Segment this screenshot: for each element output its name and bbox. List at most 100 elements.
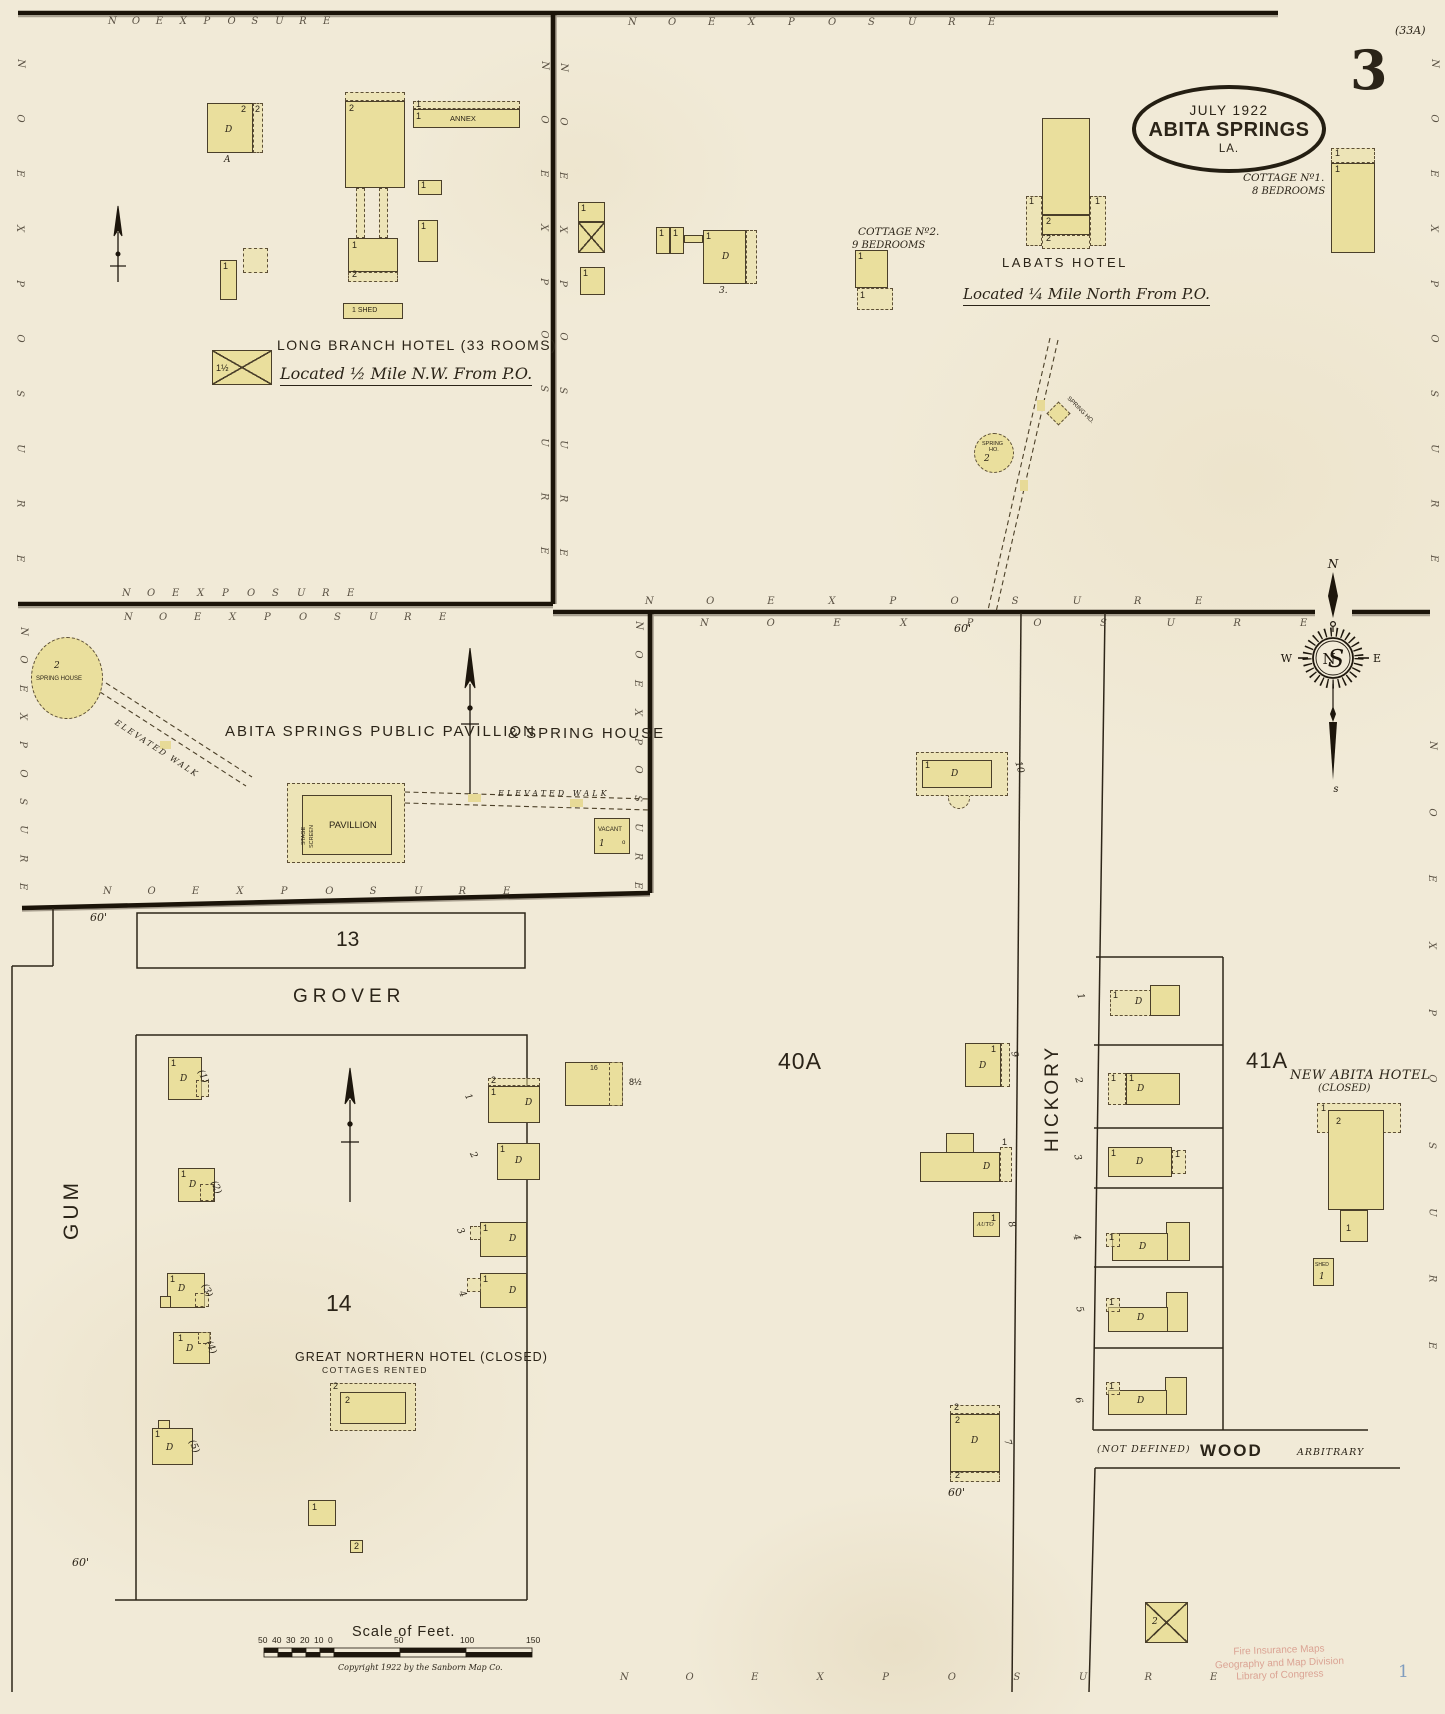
- building-label: SPRING: [982, 441, 1004, 447]
- lot-number: (1): [195, 1068, 211, 1085]
- building-label: 2: [1046, 216, 1052, 226]
- tr-connector: [684, 235, 703, 243]
- labats-hotel-wing: 1: [1026, 196, 1042, 246]
- tr-dwelling-porch: [746, 230, 757, 284]
- lot-number: 2: [467, 1150, 480, 1161]
- street-wood-prefix: (NOT DEFINED): [1097, 1444, 1191, 1455]
- no-exposure-letter: P: [264, 612, 271, 623]
- no-exposure-letter: O: [17, 769, 29, 778]
- no-exposure-letter: P: [537, 277, 549, 285]
- no-exposure-letter: R: [1233, 618, 1241, 629]
- walk-patch: [468, 794, 481, 802]
- no-exposure-letter: O: [1426, 808, 1438, 817]
- building-label: D: [178, 1284, 186, 1294]
- title-oval: JULY 1922 ABITA SPRINGS LA.: [1132, 85, 1326, 173]
- labats-outbuilding: 1: [578, 202, 605, 222]
- new-abita-hotel-label: NEW ABITA HOTEL: [1290, 1068, 1431, 1083]
- no-exposure-letter: O: [1428, 334, 1440, 343]
- building-label: A: [224, 155, 231, 165]
- building-label: 1: [858, 251, 864, 261]
- 14-cottage-porch: [467, 1278, 481, 1292]
- no-exposure-letter: U: [632, 823, 644, 832]
- no-exposure-letter: U: [1078, 1672, 1088, 1683]
- street-wood-suffix: ARBITRARY: [1297, 1447, 1365, 1458]
- building-label: 2: [1336, 1116, 1342, 1126]
- no-exposure-letter: P: [280, 886, 288, 897]
- building-label: 2: [349, 103, 355, 113]
- stable-crossed: 2: [1145, 1602, 1188, 1643]
- street-width-measurement: 60': [948, 1486, 966, 1499]
- no-exposure-letter: O: [17, 655, 29, 664]
- no-exposure-letter: X: [1426, 941, 1438, 950]
- no-exposure-letter: S: [13, 390, 25, 397]
- no-exposure-letter: X: [538, 223, 550, 231]
- scale-tick-label: 20: [300, 1635, 310, 1645]
- 41a-dwelling-porch: 1: [1106, 1298, 1120, 1312]
- no-exposure-letter: U: [538, 438, 550, 447]
- long-branch-hotel-porch: [345, 92, 405, 101]
- tr-outbuilding: 1: [670, 227, 684, 254]
- no-exposure-letter: E: [1426, 875, 1438, 883]
- no-exposure-letter: O: [947, 1672, 956, 1683]
- cottage-no1: 1: [1331, 163, 1375, 253]
- no-exposure-letter: O: [668, 17, 677, 28]
- no-exposure-letter: E: [14, 169, 26, 178]
- building-label: HO.: [989, 447, 999, 453]
- building-label: D: [189, 1180, 197, 1190]
- block-number-41a: 41A: [1246, 1048, 1289, 1073]
- no-exposure-letter: R: [1426, 1275, 1438, 1283]
- no-exposure-letter: R: [948, 17, 956, 28]
- no-exposure-letter: E: [1428, 554, 1440, 563]
- no-exposure-letter: O: [147, 588, 156, 599]
- north-arrows: [110, 205, 479, 1202]
- no-exposure-letter: X: [197, 588, 205, 599]
- building-label: 1: [599, 839, 605, 849]
- building-label: 1½: [216, 363, 229, 373]
- no-exposure-letter: P: [222, 588, 229, 599]
- scale-title: Scale of Feet.: [352, 1624, 456, 1640]
- building-label: 1: [659, 228, 665, 238]
- building-label: 1: [1175, 1149, 1181, 1159]
- lot-number: 3: [454, 1226, 467, 1237]
- no-exposure-letter: S: [868, 17, 875, 28]
- building-label: 2: [955, 1470, 961, 1480]
- building-label: D: [186, 1344, 194, 1354]
- building-label: VACANT: [598, 827, 622, 833]
- library-stamp: Fire Insurance Maps Geography and Map Di…: [1214, 1643, 1344, 1685]
- building-label: o: [622, 840, 626, 846]
- scale-tick-label: 150: [526, 1635, 541, 1645]
- no-exposure-letter: O: [325, 886, 334, 897]
- building-label: 1: [581, 203, 587, 213]
- title-date: JULY 1922: [1189, 103, 1269, 118]
- no-exposure-letter: E: [632, 881, 644, 890]
- building-label: D: [166, 1443, 174, 1453]
- 41a-dwelling: D: [1112, 1233, 1168, 1261]
- walk-patch: [160, 741, 171, 749]
- no-exposure-letter: P: [966, 618, 974, 629]
- no-exposure-letter: E: [557, 548, 569, 557]
- building-label: 1: [1109, 1232, 1115, 1242]
- no-exposure-letter: O: [247, 588, 256, 599]
- building-label: 1: [416, 111, 422, 121]
- 41a-dwelling-porch: 1: [1106, 1233, 1120, 1247]
- no-exposure-letter: O: [1428, 114, 1440, 123]
- building-label: SHED: [1315, 1262, 1329, 1268]
- building-label: PAVILLION: [329, 820, 377, 831]
- no-exposure-letter: E: [751, 1672, 759, 1683]
- no-exposure-letter: S: [1013, 1672, 1021, 1683]
- street-wood: WOOD: [1200, 1441, 1263, 1460]
- no-exposure-letter: O: [299, 612, 308, 623]
- block-number-40a: 40A: [778, 1048, 822, 1074]
- building-label: D: [1137, 1396, 1145, 1406]
- lot-number: 4: [456, 1289, 469, 1300]
- no-exposure-letter: O: [159, 612, 168, 623]
- no-exposure-letter: S: [631, 795, 643, 803]
- building-label: 1: [170, 1274, 176, 1284]
- 41a-dwelling-wing: [1166, 1222, 1190, 1261]
- no-exposure-letter: E: [988, 17, 996, 28]
- block-number-14: 14: [326, 1290, 352, 1316]
- building-label: D: [180, 1074, 188, 1084]
